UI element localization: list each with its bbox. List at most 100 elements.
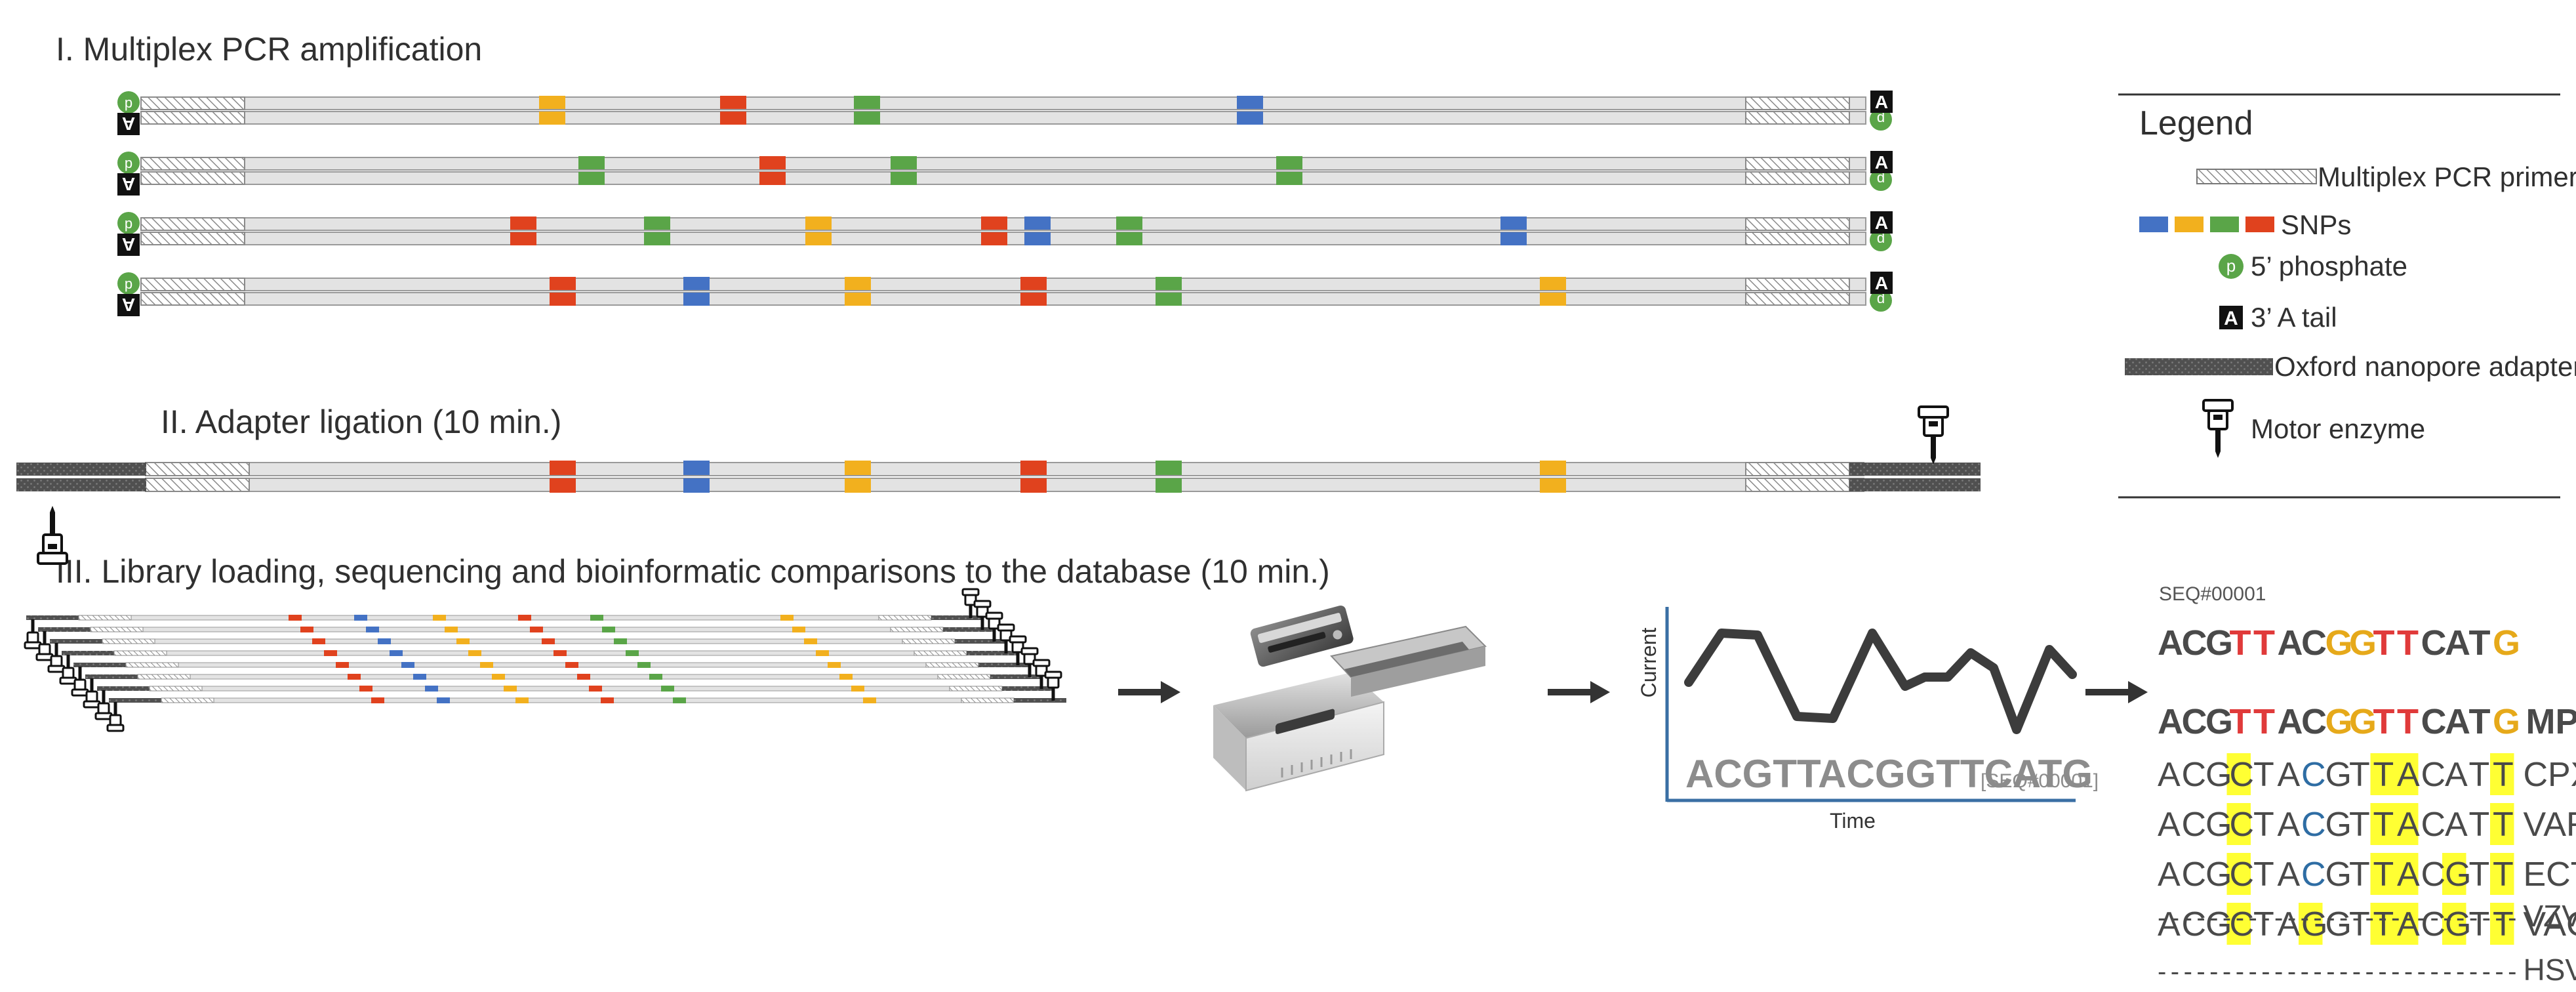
phosphate-marker: p (117, 152, 140, 174)
legend-label-primer: Multiplex PCR primer (2318, 161, 2576, 192)
adapter-bar-icon (2125, 358, 2273, 375)
phosphate-marker: p (1870, 169, 1892, 191)
a-tail-square-icon: A (2219, 306, 2243, 329)
snp-marker (1116, 217, 1142, 230)
motor-enzyme (37, 505, 68, 565)
arrow-to-sequencer (1118, 681, 1180, 703)
snp-marker (378, 638, 391, 644)
section-title-sequencing: III. Library loading, sequencing and bio… (56, 553, 1330, 590)
snp-marker (601, 697, 614, 703)
svg-text:A: A (1875, 152, 1888, 173)
hatched-primer-icon (2196, 169, 2317, 184)
snp-marker (1024, 217, 1051, 230)
adapter-right (1849, 478, 1981, 491)
snp-marker (371, 697, 384, 703)
library-read (59, 623, 1019, 685)
mismatch-highlight (2442, 903, 2466, 945)
snp-marker (683, 277, 710, 290)
reference-sequence: ACGCTACGTTACGTT (2158, 856, 2514, 894)
svg-text:A: A (1875, 92, 1888, 112)
snp-marker (542, 638, 555, 644)
snp-marker (1276, 156, 1302, 169)
snp-marker (1024, 232, 1051, 245)
snp-marker (530, 627, 543, 632)
snp-marker (854, 96, 880, 109)
snp-marker (589, 686, 602, 692)
snp-marker (839, 674, 853, 680)
a-tail-marker: A (117, 173, 140, 196)
adapter-left (16, 463, 146, 476)
snp-marker (1020, 293, 1047, 306)
legend: Legend Multiplex PCR primer SNPs p 5’ ph… (2118, 93, 2576, 499)
snp-marker (492, 674, 505, 680)
current-trace (1684, 629, 2077, 734)
snp-marker (590, 615, 603, 621)
arrow-to-alignment (2085, 681, 2148, 703)
snp-marker (550, 461, 576, 475)
snp-marker (673, 697, 686, 703)
a-tail-marker: A (1870, 151, 1893, 173)
snp-marker (805, 217, 832, 230)
snp-marker (1237, 96, 1263, 109)
snp-marker (433, 615, 446, 621)
snp-marker (805, 232, 832, 245)
snp-color-blocks-icon (2139, 217, 2274, 232)
svg-text:A: A (122, 234, 135, 255)
snp-marker (480, 662, 493, 668)
motor-enzyme (47, 642, 66, 673)
phosphate-marker: p (1870, 108, 1892, 131)
a-tail-marker: A (117, 234, 140, 256)
snp-marker (614, 638, 627, 644)
snp-marker (759, 156, 786, 169)
svg-text:p: p (1877, 171, 1885, 188)
snp-marker (578, 156, 605, 169)
snp-marker (437, 697, 450, 703)
a-tail-marker: A (1870, 211, 1893, 234)
no-match-dashes: ---------------------------- (2158, 957, 2517, 986)
snp-marker (816, 650, 829, 656)
x-axis-label: Time (1830, 809, 1876, 833)
reference-label: VAR (2524, 806, 2576, 844)
library-read (47, 611, 1007, 673)
mismatch-highlight (2394, 803, 2419, 845)
snp-marker (359, 686, 372, 692)
ligated-amplicon (16, 405, 1981, 565)
motor-enzyme (106, 701, 125, 732)
snp-marker (1156, 277, 1182, 290)
svg-text:A: A (122, 114, 135, 134)
phosphate-marker: p (1870, 289, 1892, 312)
snp-marker (1020, 461, 1047, 475)
svg-text:p: p (1877, 232, 1885, 248)
snp-marker (720, 96, 746, 109)
mismatch-highlight (2370, 803, 2394, 845)
nanopore-sequencer-image (1213, 605, 1487, 792)
snp-marker (1156, 461, 1182, 475)
svg-text:p: p (2226, 256, 2236, 276)
phosphate-marker: p (117, 91, 140, 114)
snp-marker (1500, 232, 1527, 245)
mismatch-highlight (2394, 753, 2419, 795)
legend-label-snps: SNPs (2281, 209, 2351, 240)
legend-title: Legend (2139, 104, 2253, 142)
snp-marker (845, 478, 871, 493)
snp-marker (891, 172, 917, 185)
mismatch-highlight (2226, 803, 2251, 845)
a-tail-marker: A (117, 113, 140, 135)
library-read (83, 647, 1043, 709)
reference-sequence: ACGCTAGGTTACGTT (2158, 905, 2514, 943)
snp-marker (553, 650, 567, 656)
mismatch-highlight (2299, 903, 2323, 945)
legend-label-motor: Motor enzyme (2251, 413, 2425, 444)
snp-marker (649, 674, 662, 680)
snp-marker (413, 674, 426, 680)
adapter-left (16, 478, 146, 491)
snp-marker (981, 232, 1007, 245)
snp-marker (1540, 277, 1566, 290)
alignment-panel: SEQ#00001 ACGTTACGGTTCATGACGTTACGGTTCATG… (2158, 583, 2576, 987)
